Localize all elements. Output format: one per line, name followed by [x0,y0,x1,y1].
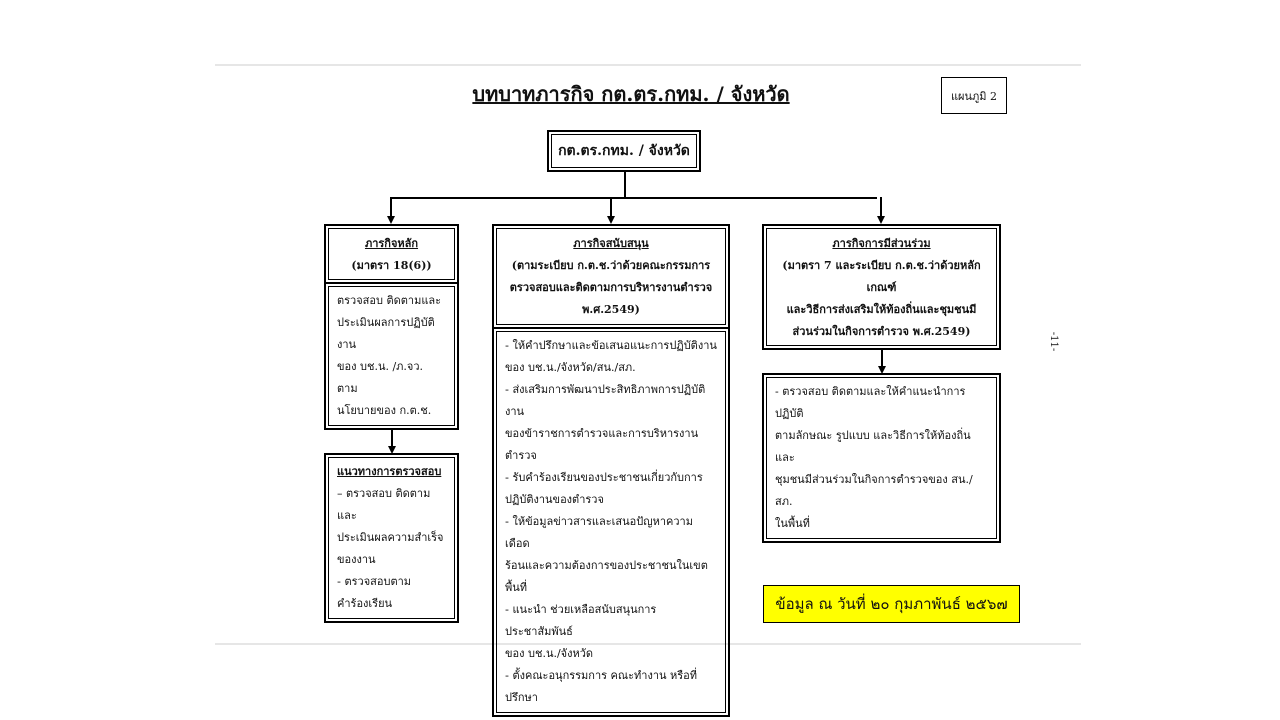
arrow-down-icon [607,216,615,224]
connector-line [624,171,626,198]
body-line: ตรวจสอบ ติดตามและ [337,294,442,307]
body-line: - รับคำร้องเรียนของประชาชนเกี่ยวกับการ [505,471,703,484]
body-line: ชุมชนมีส่วนร่วมในกิจการตำรวจของ สน./สภ. [775,473,973,508]
subheading-line: (มาตรา 7 และระเบียบ ก.ต.ช.ว่าด้วยหลักเกณ… [782,259,981,294]
body-line: ในพื้นที่ [775,517,810,530]
support-mission-body: - ให้คำปรึกษาและข้อเสนอแนะการปฏิบัติงาน … [493,328,729,716]
subheading-line: และวิธีการส่งเสริมให้ท้องถิ่นและชุมชนมี [786,303,977,316]
body-line: ประเมินผลการปฏิบัติงาน [337,316,435,351]
data-date-note: ข้อมูล ณ วันที่ ๒๐ กุมภาพันธ์ ๒๕๖๗ [763,585,1020,623]
main-mission-body: ตรวจสอบ ติดตามและ ประเมินผลการปฏิบัติงาน… [325,283,458,429]
body-line: นโยบายของ ก.ต.ช. [337,404,432,417]
arrow-down-icon [387,216,395,224]
chart-number-label: แผนภูมิ 2 [941,77,1007,114]
inspection-guidelines-box: แนวทางการตรวจสอบ – ตรวจสอบ ติดตามและ ประ… [325,454,458,622]
body-line: ตามลักษณะ รูปแบบ และวิธีการให้ท้องถิ่นแล… [775,429,971,464]
diagram-title: บทบาทภารกิจ กต.ตร.กทม. / จังหวัด [472,82,790,106]
subheading-line: (ตามระเบียบ ก.ต.ช.ว่าด้วยคณะกรรมการ [511,259,711,272]
arrow-down-icon [877,366,886,374]
participation-mission-heading: ภารกิจการมีส่วนร่วม [832,237,931,250]
connector-line [390,429,393,447]
body-line: - ตรวจสอบตาม [337,575,412,588]
participation-mission-column: ภารกิจการมีส่วนร่วม (มาตรา 7 และระเบียบ … [763,225,1000,542]
body-line: ของ บช.น. /ภ.จว. ตาม [337,360,424,395]
body-line: ของงาน [337,553,376,566]
participation-mission-header: ภารกิจการมีส่วนร่วม (มาตรา 7 และระเบียบ … [763,225,1000,349]
body-line: ของข้าราชการตำรวจและการบริหารงานตำรวจ [505,427,699,462]
body-line: - ให้ข้อมูลข่าวสารและเสนอปัญหาความเดือด [505,515,693,550]
body-line: ของ บช.น./จังหวัด [505,647,594,660]
participation-mission-body: - ตรวจสอบ ติดตามและให้คำแนะนำการปฏิบัติ … [763,374,1000,542]
main-mission-column: ภารกิจหลัก (มาตรา 18(6)) ตรวจสอบ ติดตามแ… [325,225,458,622]
subheading-line: ตรวจสอบและติดตามการบริหารงานตำรวจ [509,281,713,294]
connector [325,429,458,454]
connector-line [390,197,877,199]
body-line: - แนะนำ ช่วยเหลือสนับสนุนการประชาสัมพันธ… [505,603,657,638]
page-number-marker: -11- [1048,331,1060,352]
connector-line [610,197,612,217]
inspection-guidelines-heading: แนวทางการตรวจสอบ [337,465,442,478]
body-line: คำร้องเรียน [337,597,393,610]
arrow-down-icon [387,446,396,454]
connector-line [880,349,883,367]
support-mission-header: ภารกิจสนับสนุน (ตามระเบียบ ก.ต.ช.ว่าด้วย… [493,225,729,328]
connector-line [880,197,882,217]
body-line: - ตั้งคณะอนุกรรมการ คณะทำงาน หรือที่ปรึก… [505,669,698,704]
body-line: – ตรวจสอบ ติดตามและ [337,487,431,522]
connector-line [390,197,392,217]
body-line: - ตรวจสอบ ติดตามและให้คำแนะนำการปฏิบัติ [775,385,966,420]
body-line: ของ บช.น./จังหวัด/สน./สภ. [505,361,636,374]
body-line: - ให้คำปรึกษาและข้อเสนอแนะการปฏิบัติงาน [505,339,717,352]
connector [763,349,1000,374]
main-mission-subheading: (มาตรา 18(6)) [351,259,432,272]
main-mission-header: ภารกิจหลัก (มาตรา 18(6)) [325,225,458,283]
root-node: กต.ตร.กทม. / จังหวัด [548,131,700,171]
body-line: - ส่งเสริมการพัฒนาประสิทธิภาพการปฏิบัติง… [505,383,706,418]
main-mission-heading: ภารกิจหลัก [364,237,419,250]
body-line: ประเมินผลความสำเร็จ [337,531,444,544]
slide-page [215,64,1081,645]
subheading-line: ส่วนร่วมในกิจการตำรวจ พ.ศ.2549) [792,325,971,338]
subheading-line: พ.ศ.2549) [582,303,640,316]
support-mission-column: ภารกิจสนับสนุน (ตามระเบียบ ก.ต.ช.ว่าด้วย… [493,225,729,716]
support-mission-heading: ภารกิจสนับสนุน [573,237,649,250]
body-line: ร้อนและความต้องการของประชาชนในเขตพื้นที่ [505,559,708,594]
arrow-down-icon [877,216,885,224]
body-line: ปฏิบัติงานของตำรวจ [505,493,604,506]
